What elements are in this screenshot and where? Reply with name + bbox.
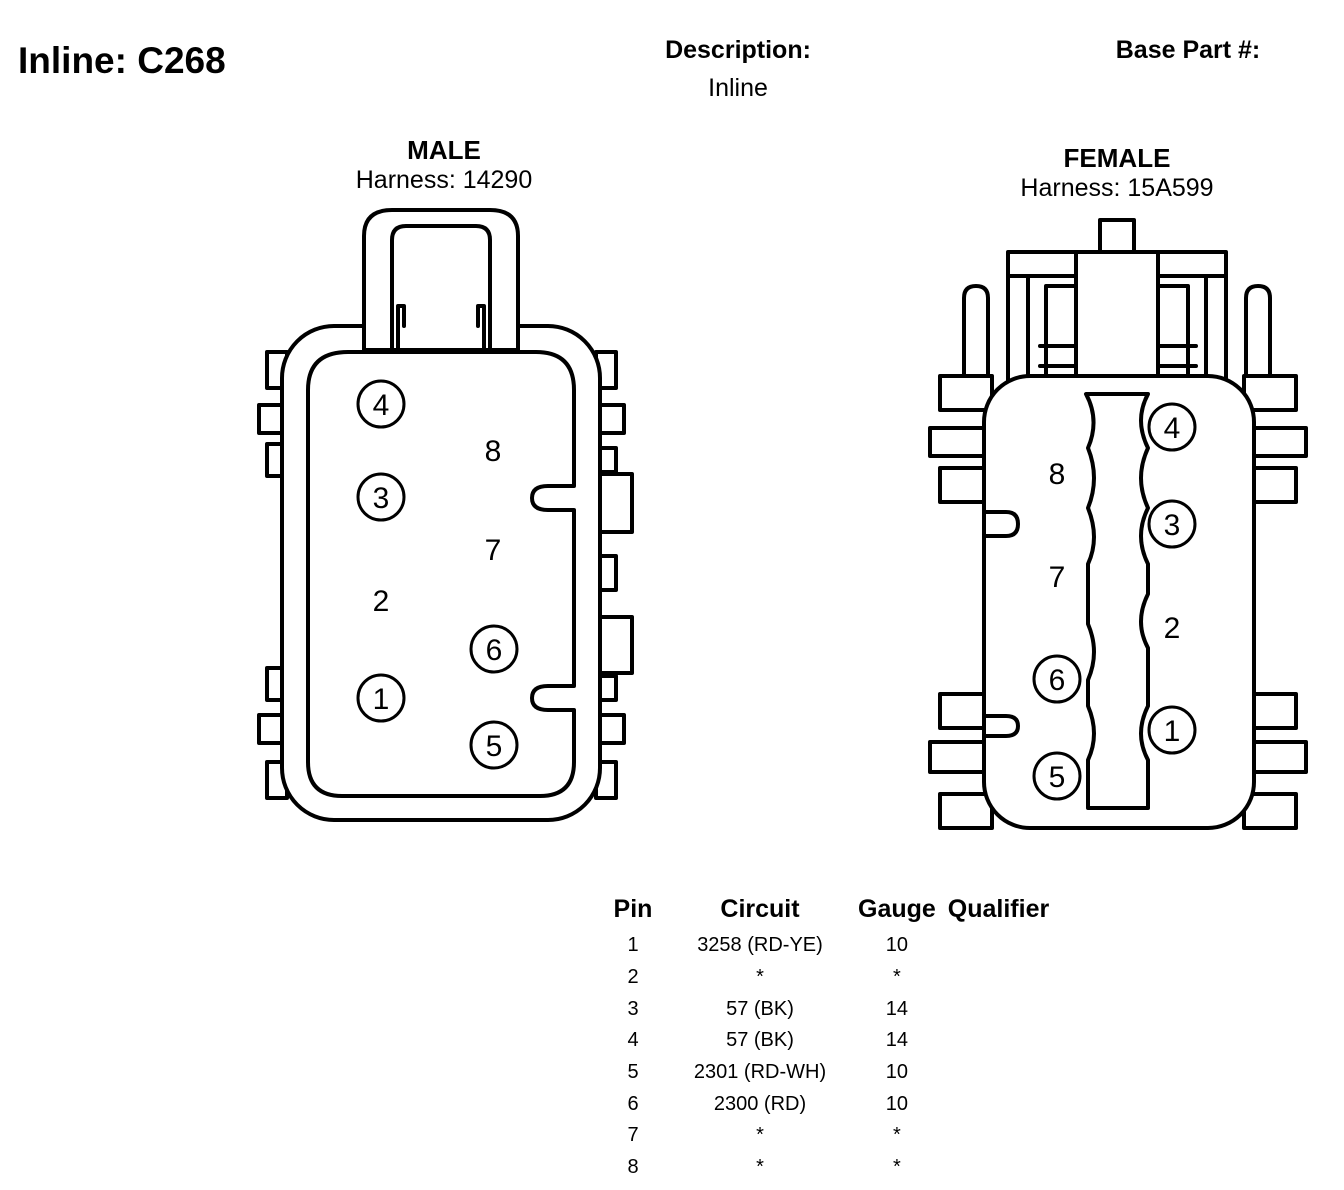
qualifier-cell (942, 962, 1074, 994)
gauge-cell: 10 (885, 1061, 909, 1084)
gauge-cell: * (893, 966, 901, 989)
qualifier-cell (942, 1152, 1074, 1184)
description-label: Description: (665, 36, 811, 64)
pin-cell: 5 (627, 1061, 639, 1084)
pin-cell: 8 (627, 1156, 639, 1179)
table-row: 2 * * (598, 962, 1074, 994)
male-harness: Harness: 14290 (355, 166, 533, 194)
qualifier-cell (942, 1025, 1074, 1057)
pin-cell: 4 (627, 1029, 639, 1052)
male-cavity (306, 350, 576, 798)
gauge-cell: 14 (885, 997, 909, 1020)
pin-number: 5 (1049, 761, 1066, 794)
female-left-tab (938, 374, 994, 412)
connector-title: Inline: C268 (18, 40, 226, 81)
pin-table-header: Pin Circuit Gauge Qualifier (598, 894, 1074, 930)
pin-number: 3 (1164, 509, 1181, 542)
male-latch (362, 208, 520, 352)
pin-circle (469, 720, 519, 770)
female-label: FEMALE (1063, 143, 1171, 173)
table-row: 5 2301 (RD-WH) 10 (598, 1057, 1074, 1089)
circuit-cell: 3258 (RD-YE) (697, 934, 823, 957)
female-pin-group: 4 3 2 1 8 7 6 5 (1032, 402, 1197, 801)
pin-cell: 2 (627, 966, 639, 989)
pin-circle (1147, 402, 1197, 452)
pin-circle (1147, 705, 1197, 755)
pin-number: 6 (1049, 664, 1066, 697)
pin-number: 2 (373, 585, 390, 618)
gauge-cell: 10 (885, 934, 909, 957)
pin-number: 8 (485, 435, 502, 468)
pin-circle (1032, 751, 1082, 801)
qualifier-cell (942, 930, 1074, 962)
circuit-cell: 57 (BK) (726, 1029, 794, 1052)
gauge-cell: * (893, 1124, 901, 1147)
table-row: 1 3258 (RD-YE) 10 (598, 930, 1074, 962)
pin-circle (356, 472, 406, 522)
header-pin: Pin (613, 894, 653, 923)
circuit-cell: * (756, 1156, 764, 1179)
male-latch-inner (390, 224, 492, 352)
pin-number: 1 (373, 683, 390, 716)
circuit-cell: 57 (BK) (726, 997, 794, 1020)
gauge-cell: * (893, 1156, 901, 1179)
base-part-label: Base Part #: (1115, 36, 1261, 64)
pin-number: 8 (1049, 458, 1066, 491)
pin-cell: 7 (627, 1124, 639, 1147)
description-value: Inline (708, 74, 768, 102)
male-pin-group: 4 3 2 1 8 7 6 5 (356, 379, 519, 770)
pin-number: 7 (1049, 561, 1066, 594)
pin-number: 4 (1164, 412, 1181, 445)
gauge-cell: 10 (885, 1092, 909, 1115)
female-top-post (1098, 218, 1136, 256)
header-circuit: Circuit (720, 894, 800, 923)
table-row: 3 57 (BK) 14 (598, 993, 1074, 1025)
female-center-divider (1084, 392, 1150, 810)
pin-circle (1147, 499, 1197, 549)
female-top-center (1074, 250, 1160, 394)
female-harness: Harness: 15A599 (1020, 174, 1214, 202)
pin-table: Pin Circuit Gauge Qualifier 1 3258 (RD-YE… (598, 894, 1074, 1184)
qualifier-cell (942, 1120, 1074, 1152)
pin-number: 3 (373, 482, 390, 515)
pin-number: 2 (1164, 612, 1181, 645)
header-gauge: Gauge (858, 894, 936, 923)
table-row: 4 57 (BK) 14 (598, 1025, 1074, 1057)
pin-circle (1032, 654, 1082, 704)
female-arm-left (962, 284, 990, 412)
pin-number: 5 (486, 730, 503, 763)
table-row: 7 * * (598, 1120, 1074, 1152)
pin-circle (356, 673, 406, 723)
pin-circle (469, 624, 519, 674)
pin-cell: 6 (627, 1092, 639, 1115)
pin-number: 4 (373, 389, 390, 422)
qualifier-cell (942, 1088, 1074, 1120)
male-label: MALE (407, 135, 481, 165)
pin-table-body: 1 3258 (RD-YE) 10 2 * * 3 57 (BK) 14 4 57 (BK) 14 5 2… (598, 930, 1074, 1184)
circuit-cell: * (756, 966, 764, 989)
table-row: 6 2300 (RD) 10 (598, 1088, 1074, 1120)
pin-cell: 3 (627, 997, 639, 1020)
qualifier-cell (942, 1057, 1074, 1089)
table-row: 8 * * (598, 1152, 1074, 1184)
male-connector: 4 3 2 1 8 7 6 5 (257, 208, 634, 822)
circuit-cell: * (756, 1124, 764, 1147)
female-left-tab (938, 792, 994, 830)
female-connector: 4 3 2 1 8 7 6 5 (928, 218, 1308, 830)
circuit-cell: 2300 (RD) (713, 1092, 807, 1115)
gauge-cell: 14 (885, 1029, 909, 1052)
header-qualifier: Qualifier (947, 894, 1050, 923)
pin-cell: 1 (627, 934, 639, 957)
qualifier-cell (942, 993, 1074, 1025)
pin-number: 6 (486, 634, 503, 667)
circuit-cell: 2301 (RD-WH) (693, 1061, 827, 1084)
female-arm-right (1244, 284, 1272, 412)
pin-number: 7 (485, 534, 502, 567)
pin-number: 1 (1164, 715, 1181, 748)
pin-circle (356, 379, 406, 429)
